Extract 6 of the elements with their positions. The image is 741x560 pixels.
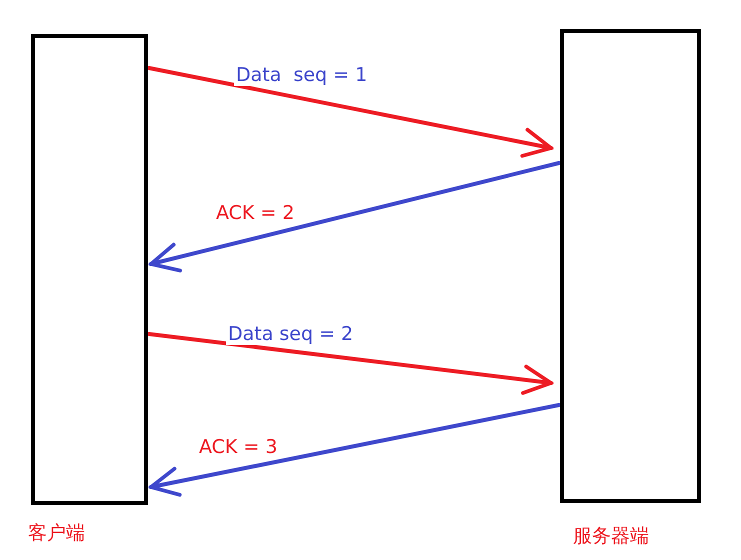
node-label: 客户端 bbox=[28, 521, 85, 546]
arrow bbox=[147, 66, 553, 158]
arrow bbox=[147, 332, 553, 395]
arrow bbox=[149, 161, 561, 272]
node-label: 服务器端 bbox=[573, 524, 649, 549]
arrow bbox=[149, 403, 561, 497]
